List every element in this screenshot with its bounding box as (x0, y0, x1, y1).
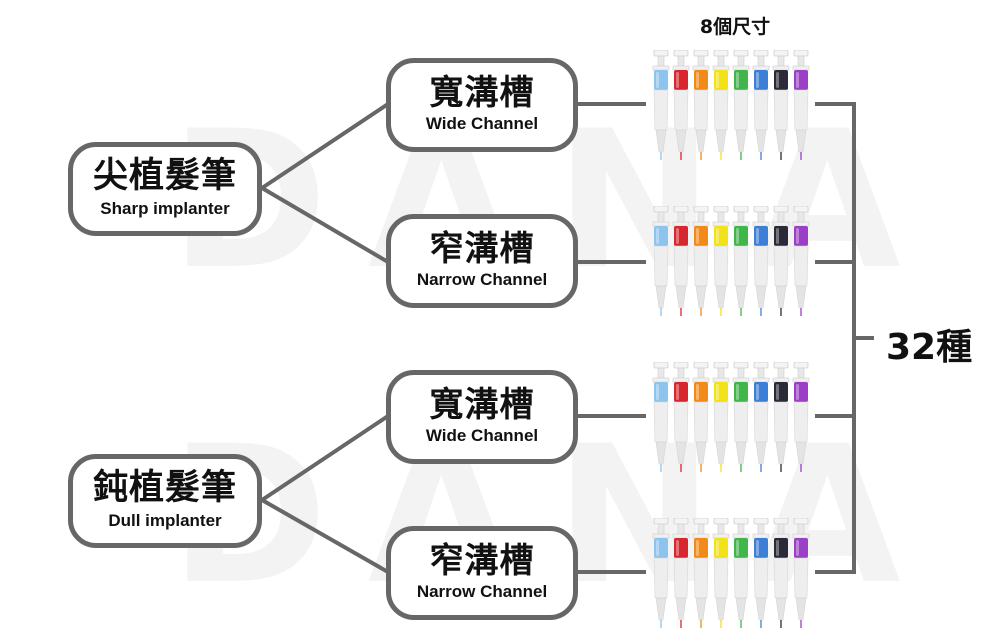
sharp-implanter-box: 尖植髮筆 Sharp implanter (68, 142, 262, 236)
implanter-pen-icon (712, 50, 730, 160)
channel-label: 寬溝槽 (429, 73, 535, 114)
pen-row (652, 518, 812, 630)
implanter-pen-icon (712, 362, 730, 472)
sharp-narrow-channel-box: 窄溝槽 Narrow Channel (386, 214, 578, 308)
sizes-header: 8個尺寸 (699, 16, 771, 38)
dull-narrow-channel-box: 窄溝槽 Narrow Channel (386, 526, 578, 620)
channel-label-en: Narrow Channel (416, 270, 548, 290)
connector-sharp-narrow (260, 186, 390, 264)
implanter-pen-icon (652, 362, 670, 472)
dull-implanter-box: 鈍植髮筆 Dull implanter (68, 454, 262, 548)
implanter-pen-icon (652, 206, 670, 316)
pen-row (652, 206, 812, 318)
implanter-pen-icon (672, 362, 690, 472)
dull-implanter-label: 鈍植髮筆 (92, 468, 237, 509)
implanter-pen-icon (772, 206, 790, 316)
channel-label-en: Narrow Channel (416, 582, 548, 602)
channel-label: 寬溝槽 (429, 385, 535, 426)
implanter-pen-icon (792, 206, 810, 316)
sharp-implanter-label: 尖植髮筆 (92, 156, 237, 197)
implanter-pen-icon (772, 50, 790, 160)
channel-label: 窄溝槽 (429, 541, 535, 582)
sharp-wide-channel-box: 寬溝槽 Wide Channel (386, 58, 578, 152)
channel-label: 窄溝槽 (429, 229, 535, 270)
dull-wide-channel-box: 寬溝槽 Wide Channel (386, 370, 578, 464)
implanter-pen-icon (692, 50, 710, 160)
implanter-pen-icon (692, 206, 710, 316)
implanter-pen-icon (752, 518, 770, 628)
implanter-pen-icon (732, 206, 750, 316)
pen-row (652, 50, 812, 162)
pen-row (652, 362, 812, 474)
implanter-pen-icon (712, 518, 730, 628)
connector-dull-wide (260, 414, 390, 502)
implanter-pen-icon (692, 518, 710, 628)
implanter-pen-icon (752, 362, 770, 472)
implanter-pen-icon (752, 206, 770, 316)
implanter-pen-icon (732, 50, 750, 160)
implanter-pen-icon (652, 50, 670, 160)
implanter-pen-icon (772, 518, 790, 628)
sharp-implanter-label-en: Sharp implanter (100, 199, 230, 219)
implanter-pen-icon (752, 50, 770, 160)
implanter-pen-icon (792, 50, 810, 160)
channel-label-en: Wide Channel (425, 426, 539, 446)
dull-implanter-label-en: Dull implanter (108, 511, 222, 531)
connector-sharp-wide (260, 102, 390, 190)
implanter-pen-icon (712, 206, 730, 316)
implanter-pen-icon (692, 362, 710, 472)
implanter-pen-icon (732, 362, 750, 472)
connector-dull-narrow (261, 498, 389, 574)
implanter-pen-icon (672, 206, 690, 316)
implanter-pen-icon (652, 518, 670, 628)
implanter-pen-icon (792, 518, 810, 628)
total-count: 32種 (886, 327, 973, 368)
channel-label-en: Wide Channel (425, 114, 539, 134)
implanter-pen-icon (792, 362, 810, 472)
implanter-pen-icon (732, 518, 750, 628)
implanter-pen-icon (672, 50, 690, 160)
implanter-pen-icon (672, 518, 690, 628)
implanter-pen-icon (772, 362, 790, 472)
